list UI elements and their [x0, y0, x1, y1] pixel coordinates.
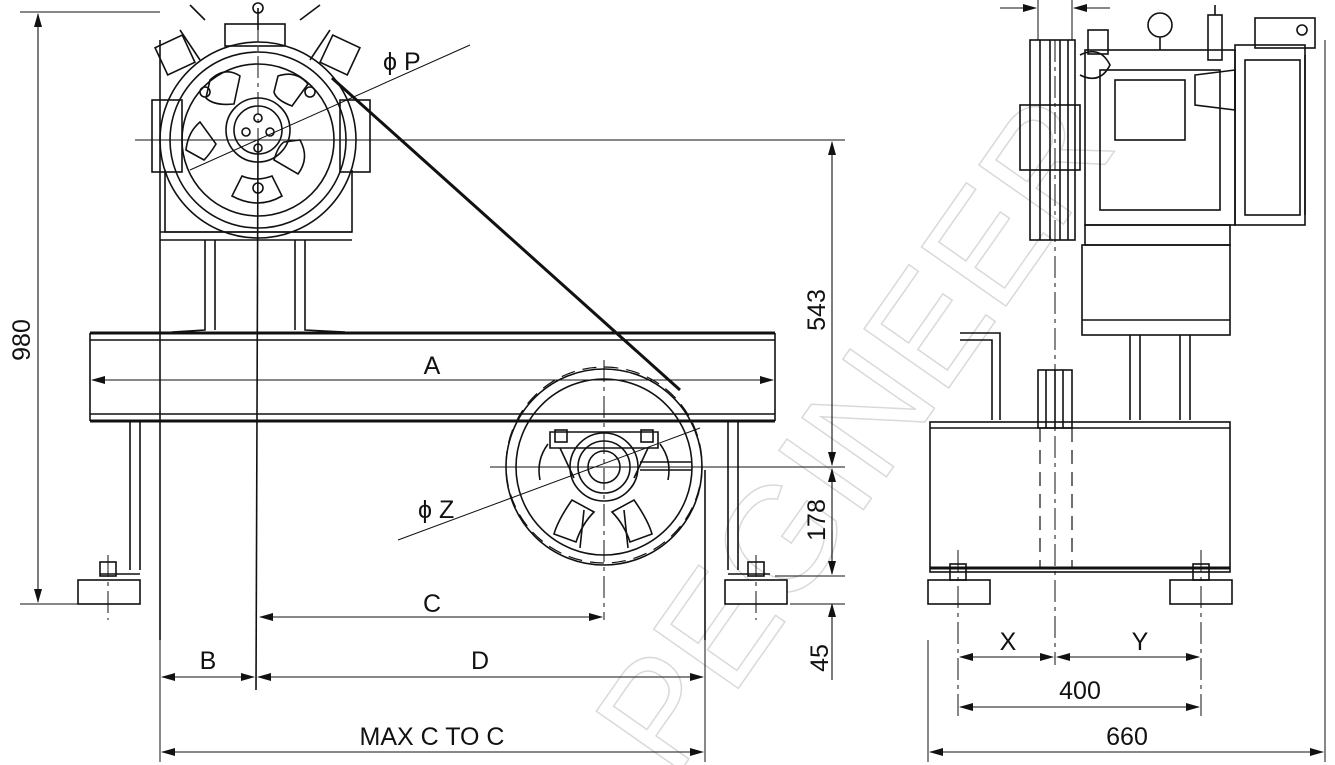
dim-660-label: 660 — [1106, 723, 1148, 751]
dim-d-label: D — [471, 647, 489, 675]
dim-45-label: 45 — [806, 644, 834, 672]
dim-a-label: A — [424, 352, 441, 380]
motor-side — [960, 5, 1316, 420]
dim-980-label: 980 — [8, 319, 36, 361]
phi-z-label: ϕ Z — [418, 496, 454, 524]
dim-max-c-to-c-label: MAX C TO C — [360, 723, 505, 751]
phi-z-leader — [397, 427, 701, 541]
dim-543-label: 543 — [803, 289, 831, 331]
support-legs — [77, 421, 788, 620]
main-beam — [89, 331, 776, 423]
dim-b-label: B — [200, 647, 217, 675]
phi-p-label: ϕ P — [383, 48, 421, 76]
side-frame — [927, 40, 1233, 720]
front-view: 980 — [8, 2, 845, 762]
dim-y-label: Y — [1132, 628, 1149, 656]
watermark: PEGINEER — [562, 67, 1144, 765]
phi-p-leader — [189, 44, 471, 171]
dim-c-label: C — [423, 590, 441, 618]
dim-400-label: 400 — [1059, 677, 1101, 705]
dim-980-line — [20, 11, 160, 605]
rope-line — [330, 76, 682, 392]
traction-machine — [151, 2, 371, 333]
dim-178-label: 178 — [803, 499, 831, 541]
dim-x-label: X — [1000, 628, 1017, 656]
side-view: X Y 400 660 — [927, 0, 1326, 762]
